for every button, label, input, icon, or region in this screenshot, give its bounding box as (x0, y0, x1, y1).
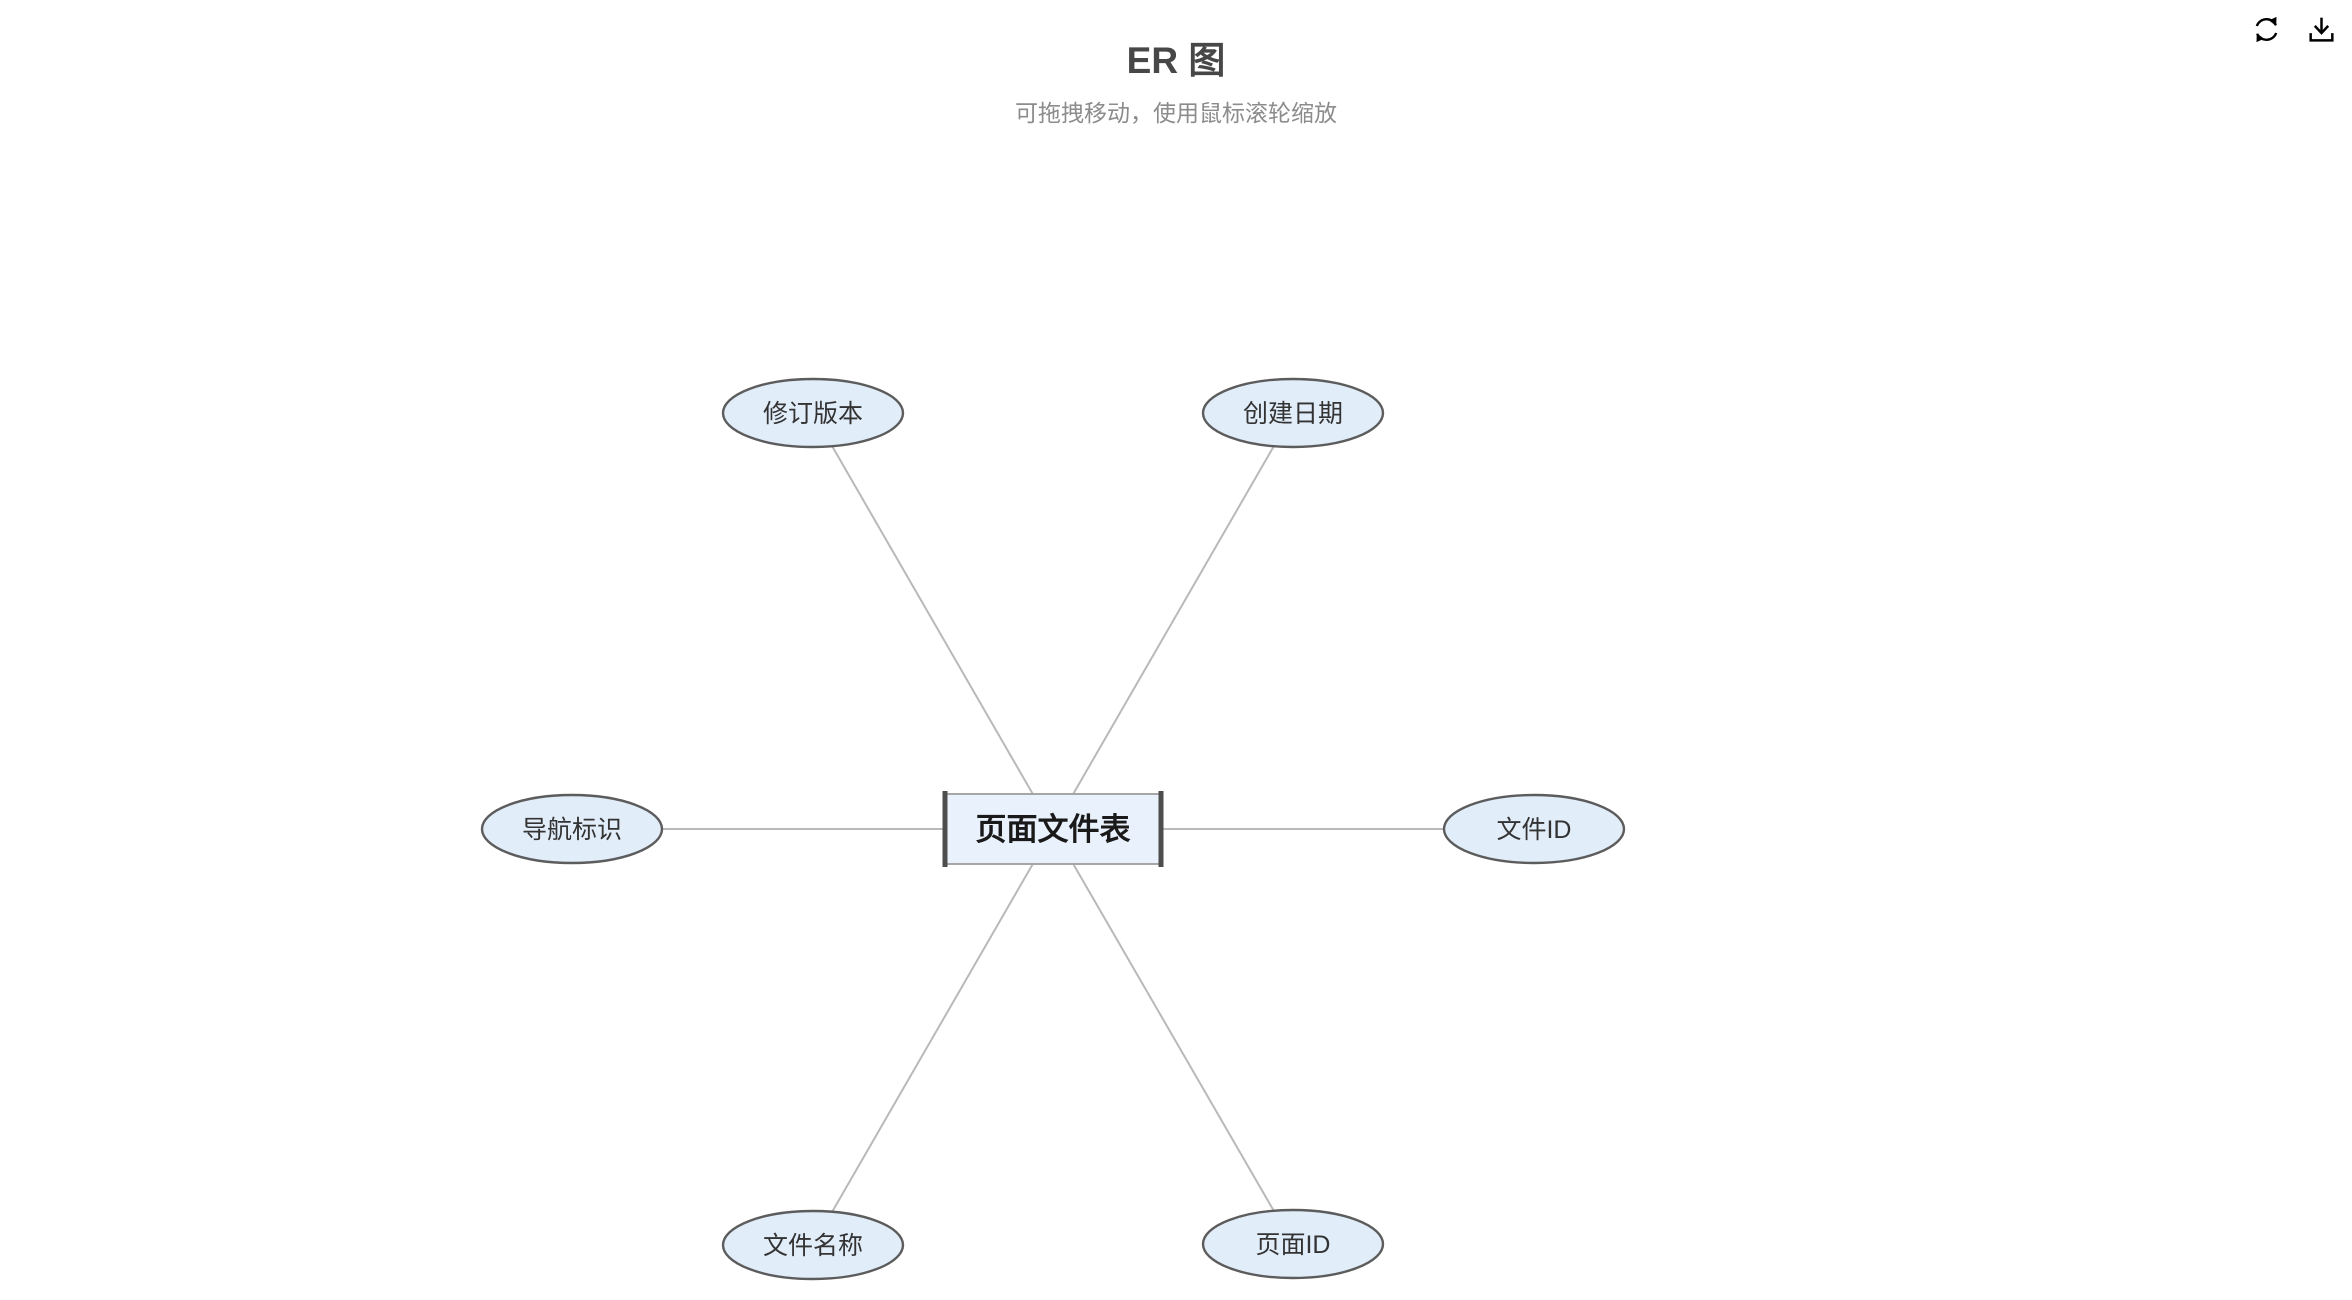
attribute-label: 创建日期 (1243, 400, 1343, 428)
entity-label: 页面文件表 (976, 812, 1131, 847)
er-edge (1052, 412, 1294, 830)
attribute-label: 修订版本 (763, 400, 863, 428)
entity-node[interactable]: 页面文件表 (942, 791, 1164, 867)
restore-icon (2255, 16, 2278, 43)
attribute-node-2[interactable]: 创建日期 (1201, 377, 1385, 449)
attribute-ellipse (1201, 1208, 1385, 1280)
attribute-node-5[interactable]: 文件名称 (721, 1209, 905, 1281)
restore-arrow-bottom (2256, 33, 2265, 43)
download-tray (2309, 33, 2334, 42)
er-edge (1052, 828, 1294, 1245)
er-edge (812, 412, 1054, 830)
attribute-label: 文件名称 (763, 1232, 863, 1260)
attribute-ellipse (480, 793, 664, 865)
attribute-label: 页面ID (1255, 1231, 1330, 1259)
er-edge (812, 828, 1054, 1246)
attribute-node-1[interactable]: 修订版本 (721, 377, 905, 449)
attribute-ellipse (1442, 793, 1626, 865)
save-as-image-icon (2309, 17, 2334, 42)
attribute-label: 导航标识 (522, 816, 622, 844)
save-as-image-button[interactable] (2305, 13, 2338, 46)
attribute-ellipse (721, 1209, 905, 1281)
restore-button[interactable] (2250, 13, 2283, 46)
download-arrow-head (2313, 25, 2330, 35)
restore-arrow-top (2268, 16, 2277, 26)
attribute-node-3[interactable]: 导航标识 (480, 793, 664, 865)
attribute-node-4[interactable]: 文件ID (1442, 793, 1626, 865)
attribute-label: 文件ID (1496, 816, 1571, 844)
attribute-node-6[interactable]: 页面ID (1201, 1208, 1385, 1280)
attribute-ellipse (721, 377, 905, 449)
attribute-ellipse (1201, 377, 1385, 449)
toolbox (2250, 13, 2338, 46)
